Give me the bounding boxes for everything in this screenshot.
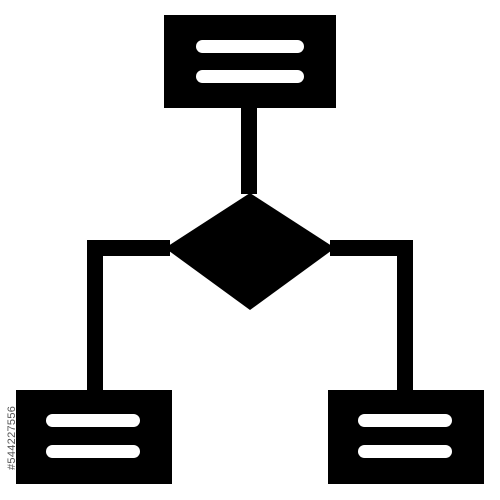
- bottom-right-box-line-2: [358, 445, 452, 458]
- connector-decision-to-right: [330, 240, 413, 392]
- bottom-left-box-line-2: [46, 445, 140, 458]
- connector-decision-to-left: [87, 240, 170, 392]
- stock-id-text: #544227556: [6, 405, 18, 470]
- bottom-left-box-line-1: [46, 414, 140, 427]
- bottom-left-process-box: [16, 390, 172, 484]
- connector-lines: [87, 108, 413, 392]
- stock-id-watermark: #544227556: [0, 0, 18, 500]
- top-box-line-1: [196, 40, 304, 53]
- decision-diamond: [165, 193, 335, 310]
- top-box-line-2: [196, 70, 304, 83]
- bottom-right-box-line-1: [358, 414, 452, 427]
- bottom-right-process-box: [328, 390, 484, 484]
- top-process-box: [164, 15, 336, 108]
